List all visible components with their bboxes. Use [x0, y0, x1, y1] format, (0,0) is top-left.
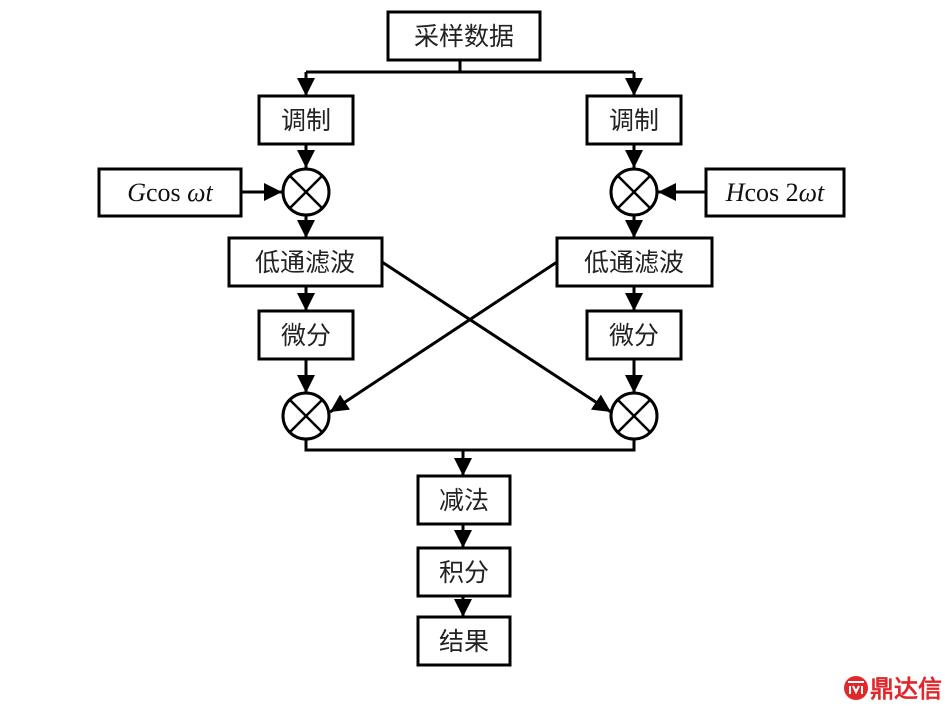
node-ref-left: Gcos ωt [97, 167, 243, 218]
node-ref-right: Hcos 2ωt [704, 167, 846, 218]
node-integrate-label: 积分 [439, 558, 489, 587]
node-diff-left: 微分 [257, 309, 355, 361]
node-diff-left-label: 微分 [281, 321, 331, 350]
node-modulate-right-label: 调制 [609, 106, 659, 135]
node-lpf-left: 低通滤波 [227, 236, 384, 288]
node-subtract-label: 减法 [439, 486, 489, 515]
node-sampling-label: 采样数据 [414, 22, 514, 51]
node-result-label: 结果 [439, 627, 489, 656]
edge-lpf-right-to-mult-left [329, 260, 558, 414]
node-modulate-left: 调制 [257, 94, 355, 146]
multiplier-bottom-left [281, 391, 331, 441]
edge-lpf-left-to-mult-right [381, 260, 612, 414]
node-result: 结果 [416, 615, 512, 667]
node-ref-right-label: Hcos 2ωt [725, 178, 825, 207]
node-ref-left-label: Gcos ωt [127, 178, 213, 207]
multiplier-bottom-right [609, 391, 659, 441]
watermark-logo-icon [844, 676, 868, 700]
watermark: 鼎达信 [844, 675, 942, 703]
connectors [241, 60, 706, 617]
multiplier-top-left [281, 167, 331, 217]
node-lpf-right: 低通滤波 [555, 236, 714, 288]
node-sampling: 采样数据 [386, 10, 542, 62]
node-lpf-right-label: 低通滤波 [584, 248, 684, 277]
node-subtract: 减法 [416, 474, 512, 526]
node-integrate: 积分 [416, 546, 512, 598]
watermark-text: 鼎达信 [870, 675, 942, 703]
node-lpf-left-label: 低通滤波 [255, 248, 355, 277]
node-modulate-right: 调制 [585, 94, 683, 146]
multiplier-top-right [609, 167, 659, 217]
node-modulate-left-label: 调制 [281, 106, 331, 135]
node-diff-right-label: 微分 [609, 321, 659, 350]
node-diff-right: 微分 [585, 309, 683, 361]
edge-merge-bar [304, 440, 636, 452]
